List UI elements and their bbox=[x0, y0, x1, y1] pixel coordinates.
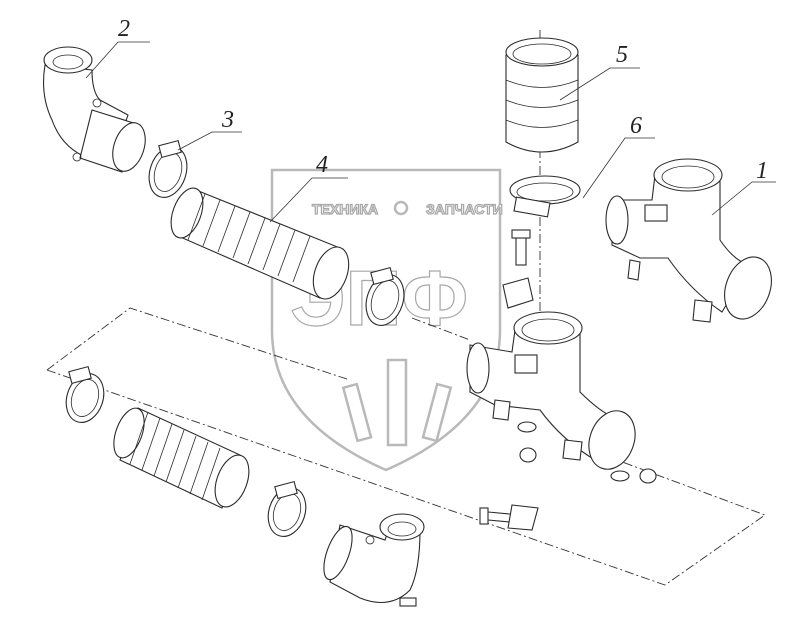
bellows-hose-lower bbox=[113, 407, 250, 509]
watermark-word-left: ТЕХНИКА bbox=[312, 201, 378, 217]
washers-and-nuts bbox=[517, 421, 657, 484]
hose-clamp-lower-right bbox=[267, 480, 307, 537]
callout-leaders bbox=[85, 41, 776, 223]
bolt-and-bracket-top bbox=[502, 229, 534, 309]
bellows-hose-upper bbox=[170, 187, 350, 300]
watermark-word-right: ЗАПЧАСТИ bbox=[426, 201, 503, 217]
tee-fitting-upper bbox=[605, 158, 772, 323]
elbow-pipe-upper bbox=[43, 46, 146, 173]
callout-6: 6 bbox=[630, 113, 642, 139]
band-clamp bbox=[509, 175, 581, 218]
hose-clamp-middle bbox=[365, 266, 405, 326]
tee-fitting-assembly bbox=[466, 311, 636, 470]
callout-4: 4 bbox=[316, 152, 328, 178]
hose-clamp-upper bbox=[148, 139, 188, 198]
callout-numbers: 1 2 3 4 5 6 bbox=[118, 16, 768, 184]
callout-1: 1 bbox=[756, 158, 768, 184]
callout-2: 2 bbox=[118, 16, 130, 42]
callout-3: 3 bbox=[221, 107, 234, 133]
elbow-pipe-lower bbox=[323, 513, 425, 607]
callout-5: 5 bbox=[616, 42, 628, 68]
wheat-emblem-icon bbox=[341, 358, 453, 447]
sleeve-coupling bbox=[505, 37, 579, 153]
hose-clamp-lower-left bbox=[65, 365, 105, 423]
gear-icon bbox=[393, 200, 409, 216]
bolt-and-bracket-bottom bbox=[479, 504, 539, 531]
